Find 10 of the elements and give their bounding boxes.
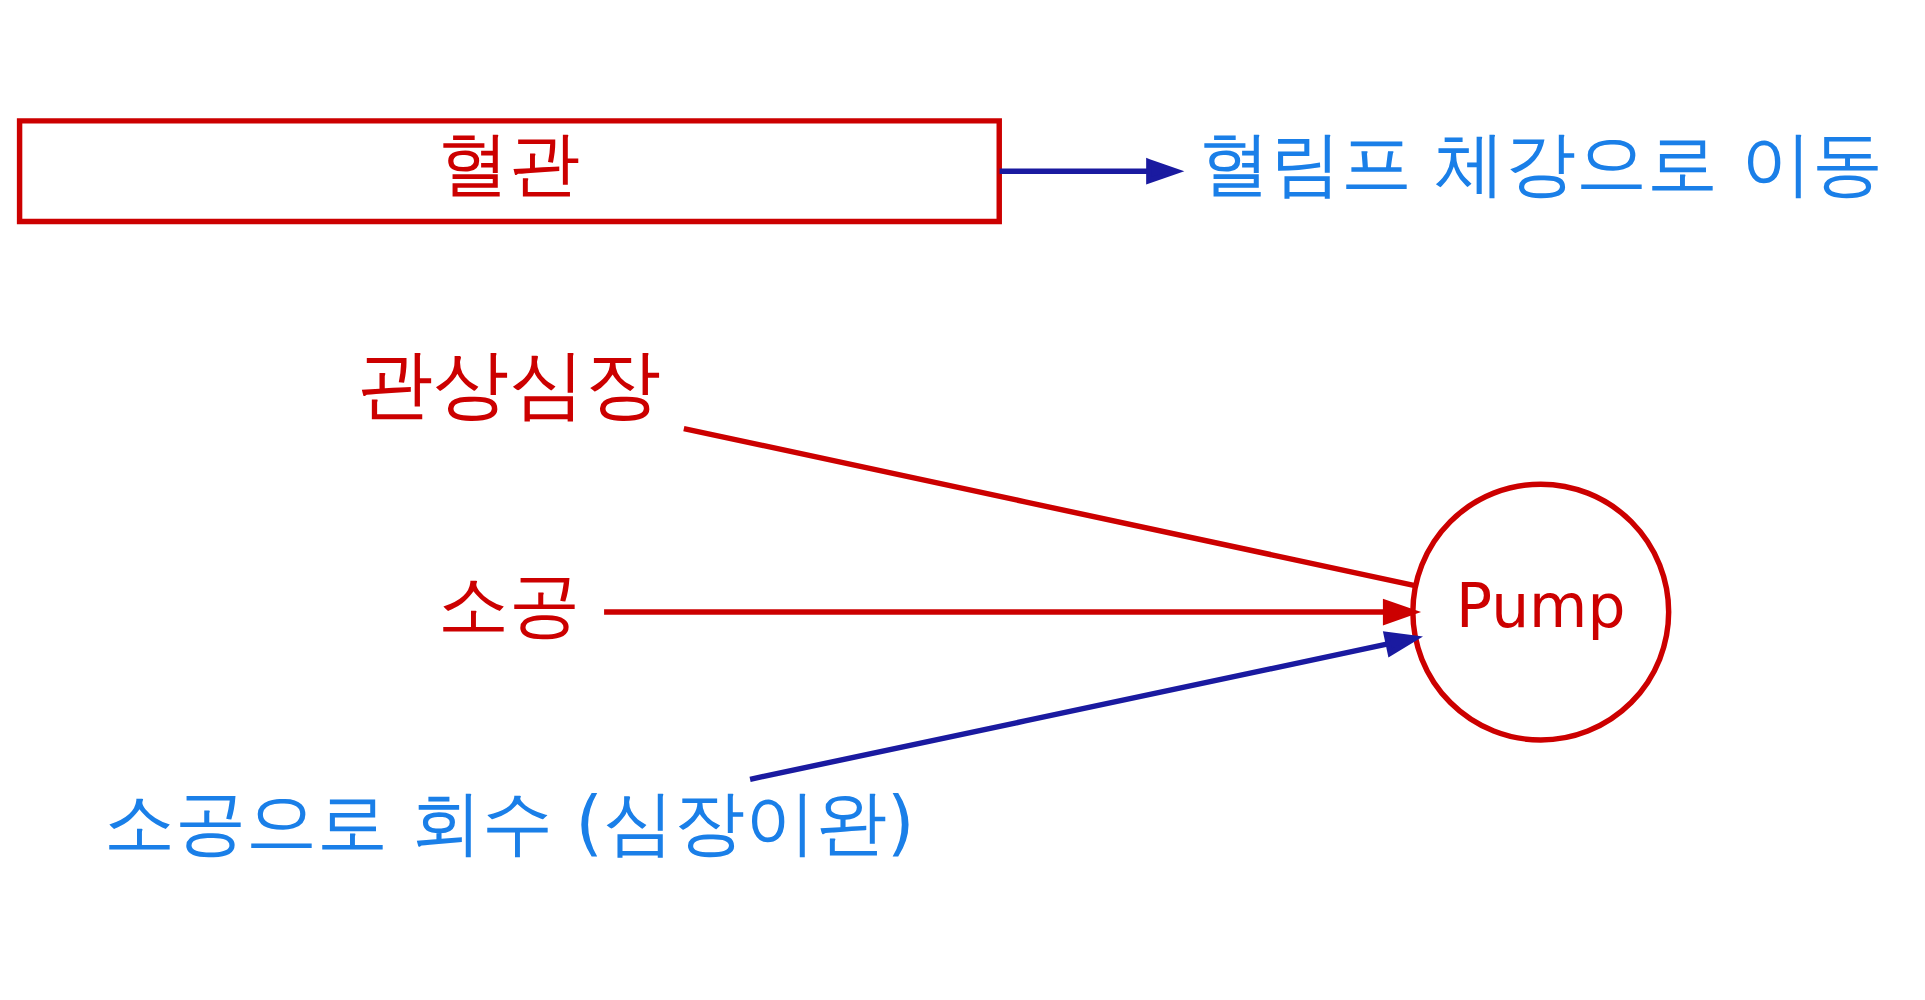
arrow (999, 157, 1185, 185)
node-box: 혈관 (16, 117, 1002, 224)
node-text: 관상심장 (357, 338, 662, 428)
node-circle: Pump (1410, 480, 1672, 743)
node-text: 소공 (438, 562, 581, 646)
node-text: 혈림프 체강으로 이동 (1198, 121, 1883, 205)
arrow (749, 630, 1423, 782)
connector (683, 425, 1416, 588)
node-text: 소공으로 회수 (심장이완) (104, 780, 915, 864)
arrow (604, 598, 1422, 625)
